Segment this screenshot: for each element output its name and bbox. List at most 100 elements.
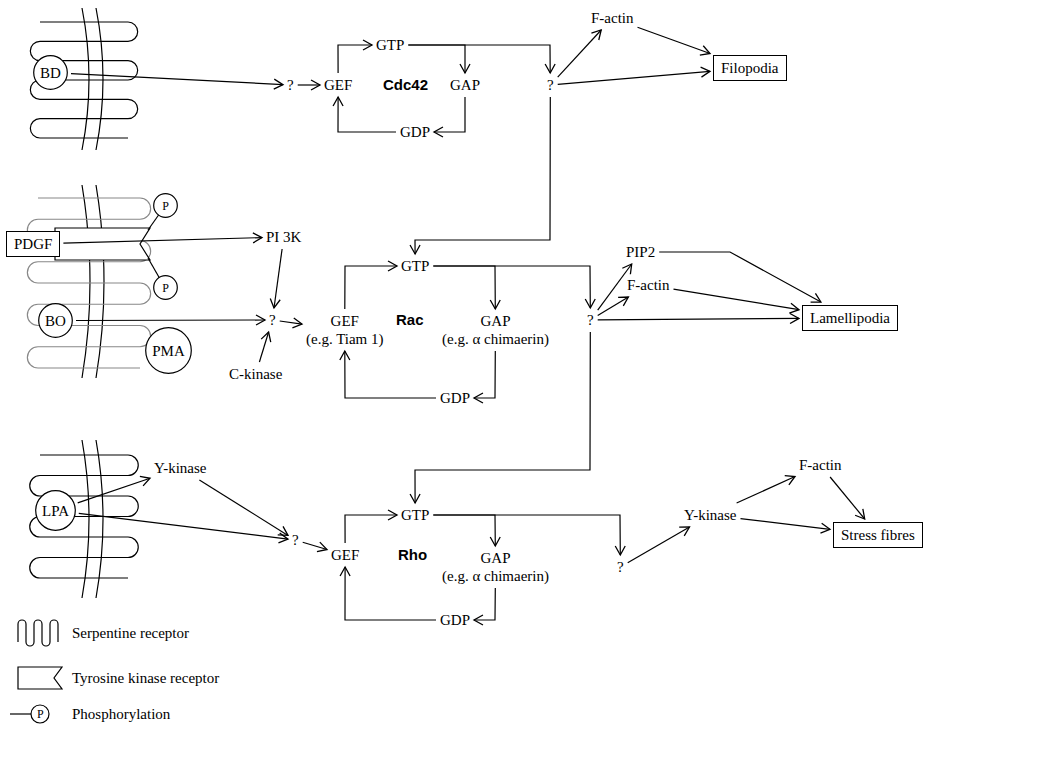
node-text: BD: [40, 64, 61, 82]
legend-symbol: [18, 667, 62, 689]
arrow-connector: [628, 527, 690, 563]
gtp-state: GTP: [400, 257, 430, 275]
arrow-connector: [474, 588, 495, 620]
cell-structure-box: Stress fibres: [833, 522, 923, 548]
arrow-connector: [741, 519, 831, 530]
cell-membrane: [82, 8, 89, 150]
gdp-state: GDP: [439, 611, 471, 629]
node-text: ?: [287, 76, 294, 94]
arrow-connector: [79, 513, 288, 539]
node-text: GTP: [401, 257, 429, 275]
node-text: Stress fibres: [841, 526, 915, 544]
cell-membrane: [96, 440, 103, 598]
arrow-connector: [674, 289, 800, 310]
growth-factor-box: PDGF: [6, 231, 60, 257]
gap-label: GAP(e.g. α chimaerin): [441, 312, 550, 348]
receptor-ligand: PMA: [145, 327, 192, 374]
unknown-step: ?: [616, 558, 625, 576]
node-text: GEF: [331, 546, 359, 564]
gdp-state: GDP: [399, 123, 431, 141]
node-text: GTP: [401, 506, 429, 524]
arrow-connector: [415, 332, 590, 503]
arrow-connector: [408, 45, 465, 73]
kinase-label: Y-kinase: [153, 459, 208, 477]
gap-label: GAP: [449, 76, 481, 94]
legend-text: Tyrosine kinase receptor: [72, 669, 219, 687]
arrow-connector: [63, 238, 262, 244]
node-note: (e.g. Tiam 1): [306, 330, 384, 348]
cell-structure-box: Filopodia: [713, 55, 787, 81]
arrow-connector: [274, 249, 282, 308]
arrow-connector: [345, 266, 397, 309]
kinase-label: C-kinase: [228, 365, 283, 383]
cell-membrane: [82, 185, 90, 378]
arrow-connector: [280, 321, 302, 324]
node-text: P: [162, 197, 169, 215]
node-text: C-kinase: [229, 365, 282, 383]
phosphorylation-link: [148, 258, 160, 279]
legend-symbol: [10, 713, 31, 714]
node-text: GEF: [306, 312, 384, 330]
arrow-connector: [345, 351, 436, 398]
circle-shape: [154, 276, 178, 300]
node-text: GAP: [450, 76, 480, 94]
node-text: Y-kinase: [154, 459, 207, 477]
cell-structure-box: Lamellipodia: [802, 305, 898, 331]
arrow-connector: [558, 71, 710, 84]
arrow-connector: [76, 319, 265, 321]
gtp-state: GTP: [400, 506, 430, 524]
arrow-connector: [345, 515, 397, 543]
arrow-connector: [338, 97, 396, 132]
serpentine-receptor: [27, 198, 150, 368]
node-note: (e.g. α chimaerin): [442, 330, 549, 348]
node-text: BO: [45, 312, 66, 330]
node-text: P: [162, 279, 169, 297]
kinase-label: Y-kinase: [683, 506, 738, 524]
receptor-ligand: LPA: [35, 490, 76, 531]
arrow-connector: [558, 30, 602, 77]
node-text: F-actin: [591, 9, 634, 27]
legend-symbol: [31, 705, 49, 723]
node-text: ?: [587, 311, 594, 329]
serpentine-receptor: [30, 22, 137, 138]
arrow-connector: [830, 477, 865, 519]
lipid-output: PIP2: [625, 243, 656, 261]
arrow-connector: [345, 567, 436, 620]
legend-symbol: [18, 620, 58, 646]
unknown-step: ?: [286, 76, 295, 94]
node-note: (e.g. α chimaerin): [442, 567, 549, 585]
arrow-connector: [433, 515, 495, 546]
cycle-name: Rac: [396, 311, 424, 329]
phospho-circle: P: [153, 275, 178, 300]
cell-membrane: [96, 185, 104, 378]
arrow-connector: [78, 478, 150, 503]
arrow-connector: [737, 477, 795, 504]
phosphorylation-link: [148, 213, 160, 230]
node-text: PMA: [152, 342, 185, 360]
node-text: ?: [292, 531, 299, 549]
phospho-circle: P: [153, 193, 178, 218]
arrow-connector: [433, 266, 590, 308]
node-text: PI 3K: [266, 228, 301, 246]
cycle-name: Cdc42: [383, 76, 428, 94]
node-text: GAP: [442, 549, 549, 567]
cell-membrane: [82, 440, 89, 598]
gef-label: GEF: [323, 76, 353, 94]
circle-shape: [154, 194, 178, 218]
arrow-connector: [298, 84, 320, 85]
node-text: Lamellipodia: [810, 309, 890, 327]
arrow-connector: [598, 297, 629, 316]
cytoskeleton-output: F-actin: [626, 276, 671, 294]
circle-shape: [39, 304, 73, 338]
circle-shape: [146, 328, 192, 374]
arrow-connector: [259, 332, 268, 362]
unknown-step: ?: [586, 311, 595, 329]
arrow-connector: [199, 480, 288, 535]
node-text: Filopodia: [721, 59, 779, 77]
arrow-connector: [598, 318, 799, 320]
node-text: GDP: [400, 123, 430, 141]
cycle-name: Rho: [398, 546, 427, 564]
arrow-connector: [638, 27, 711, 53]
